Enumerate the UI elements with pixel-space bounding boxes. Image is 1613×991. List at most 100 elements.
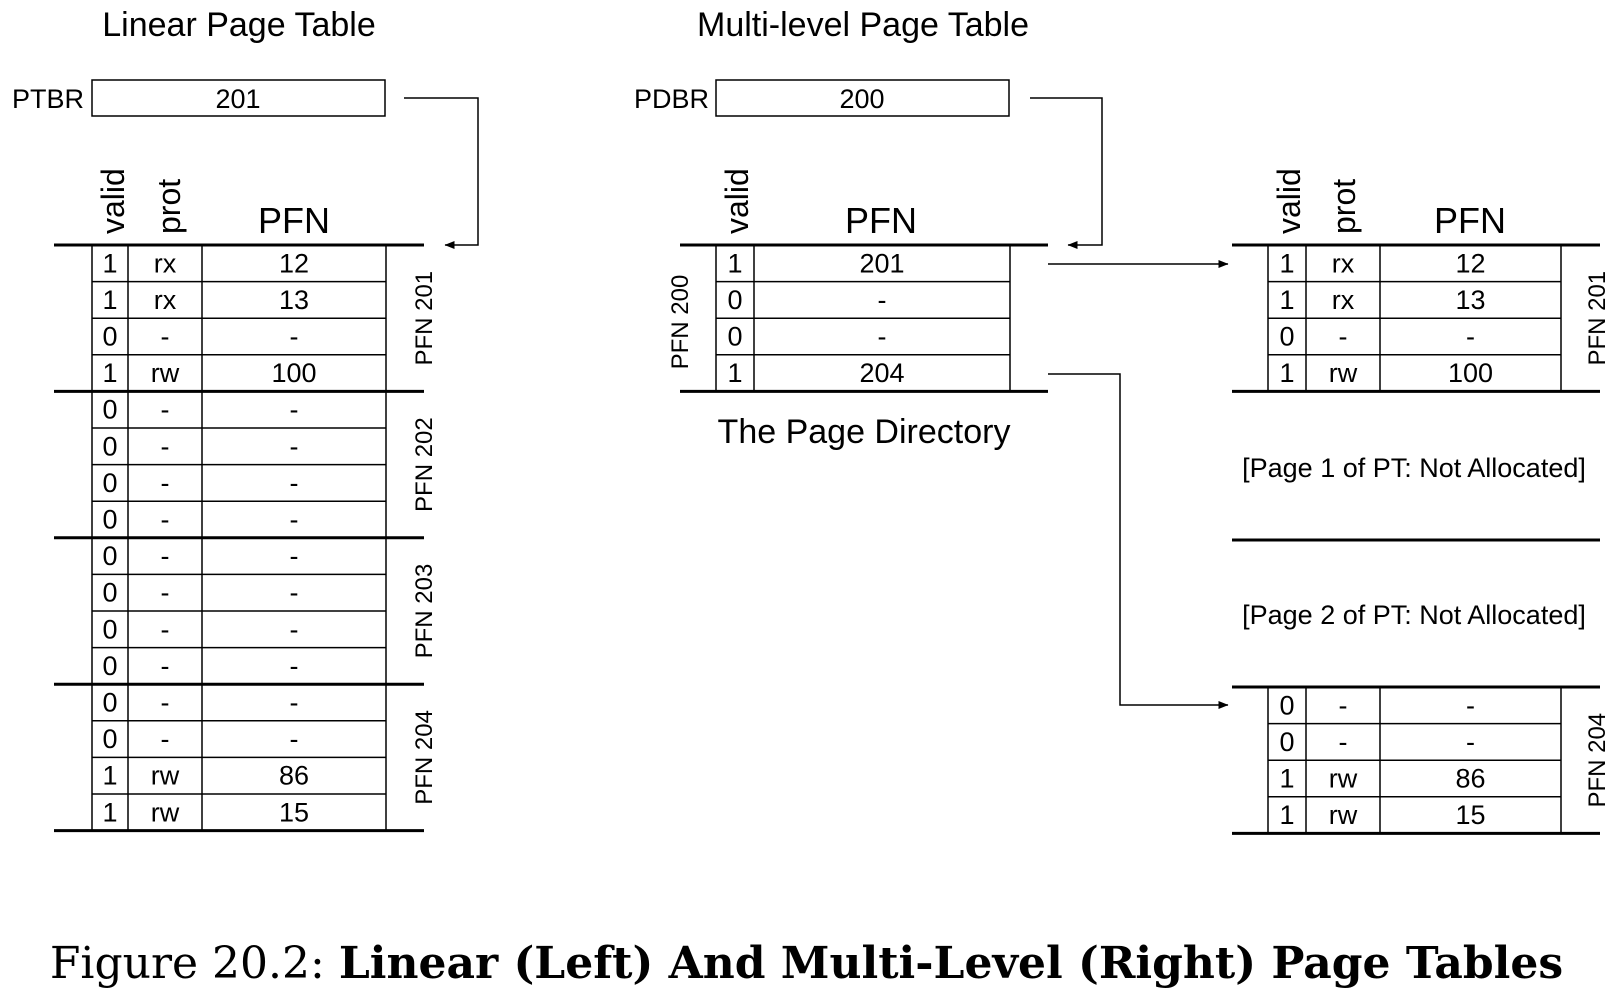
linear-table-cell: 0 xyxy=(102,688,117,718)
linear-table-cell: rx xyxy=(154,248,177,278)
linear-table-cell: - xyxy=(161,505,170,535)
linear-title: Linear Page Table xyxy=(102,6,375,44)
linear-table-cell: - xyxy=(161,578,170,608)
pt-201-cell: 13 xyxy=(1455,285,1485,315)
linear-table-cell: - xyxy=(290,322,299,352)
directory-table-cell: 1 xyxy=(727,358,742,388)
linear-table-cell: 0 xyxy=(102,395,117,425)
directory-pfn-label: PFN 200 xyxy=(667,275,694,370)
not-allocated-page-1: [Page 1 of PT: Not Allocated] xyxy=(1242,453,1586,483)
page-table-diagram: Linear Page Table Multi-level Page Table… xyxy=(12,6,1611,835)
linear-table-page-label: PFN 204 xyxy=(411,710,438,805)
pt-204-cell: - xyxy=(1466,727,1475,757)
pt-201-cell: rw xyxy=(1329,358,1358,388)
linear-table-cell: 86 xyxy=(279,761,309,791)
linear-table-cell: 0 xyxy=(102,541,117,571)
linear-table-cell: - xyxy=(290,614,299,644)
linear-table-cell: - xyxy=(161,468,170,498)
pt-201-page-label: PFN 201 xyxy=(1584,271,1611,366)
linear-table-cell: - xyxy=(161,688,170,718)
pt-204-cell: 1 xyxy=(1279,764,1294,794)
linear-table-page-label: PFN 201 xyxy=(411,271,438,366)
linear-header-prot: prot xyxy=(151,179,187,234)
pt-204-cell: 15 xyxy=(1455,800,1485,830)
linear-table-cell: 0 xyxy=(102,614,117,644)
directory-caption: The Page Directory xyxy=(718,413,1011,451)
pt-204-cell: rw xyxy=(1329,800,1358,830)
pt-201-cell: - xyxy=(1466,322,1475,352)
pdbr-register-box xyxy=(715,79,1010,117)
linear-table-cell: 0 xyxy=(102,468,117,498)
pt-201-cell: 12 xyxy=(1455,248,1485,278)
pt-header-prot: prot xyxy=(1326,179,1362,234)
linear-table-cell: rw xyxy=(151,761,180,791)
directory-table-cell: 201 xyxy=(859,248,904,278)
multilevel-title: Multi-level Page Table xyxy=(697,6,1029,44)
directory-table-cell: 204 xyxy=(859,358,904,388)
linear-table-page-label: PFN 202 xyxy=(411,417,438,512)
pt-header-pfn: PFN xyxy=(1434,200,1506,241)
linear-table-cell: - xyxy=(161,614,170,644)
pt-204-cell: 86 xyxy=(1455,764,1485,794)
directory-table-cell: 0 xyxy=(727,322,742,352)
pt-204-cell: - xyxy=(1339,727,1348,757)
linear-table-cell: - xyxy=(290,505,299,535)
ptbr-pointer-arrow xyxy=(404,97,479,249)
linear-table-cell: 1 xyxy=(102,358,117,388)
pt-204-cell: 0 xyxy=(1279,727,1294,757)
pt-201-cell: 0 xyxy=(1279,322,1294,352)
pt-204-cell: 1 xyxy=(1279,800,1294,830)
pt-header-valid: valid xyxy=(1271,168,1307,234)
ptbr-label: PTBR xyxy=(12,84,84,114)
pt-204-cell: rw xyxy=(1329,764,1358,794)
ptbr-register-box xyxy=(91,79,386,117)
directory-header-pfn: PFN xyxy=(845,200,917,241)
pt-201-cell: 100 xyxy=(1448,358,1493,388)
page-directory-table: 1 201 0 - 0 - 1 204 xyxy=(680,243,1048,393)
linear-header-pfn: PFN xyxy=(258,200,330,241)
linear-table-cell: - xyxy=(161,724,170,754)
directory-entry-204-arrow xyxy=(1048,373,1229,709)
pdbr-label: PDBR xyxy=(634,84,709,114)
figure-title: Linear (Left) And Multi-Level (Right) Pa… xyxy=(338,938,1564,989)
figure-number: Figure 20.2: xyxy=(49,938,325,989)
directory-table-cell: 1 xyxy=(727,248,742,278)
pt-201-cell: rx xyxy=(1332,248,1355,278)
pdbr-pointer-arrow xyxy=(1030,97,1103,249)
pt-201-cell: 1 xyxy=(1279,358,1294,388)
linear-table-cell: 12 xyxy=(279,248,309,278)
linear-table-cell: rw xyxy=(151,358,180,388)
linear-table-cell: 0 xyxy=(102,651,117,681)
linear-table-cell: - xyxy=(161,322,170,352)
linear-table-cell: 0 xyxy=(102,322,117,352)
linear-table-cell: 0 xyxy=(102,724,117,754)
linear-table-cell: 0 xyxy=(102,505,117,535)
linear-table-cell: rx xyxy=(154,285,177,315)
pt-204-cell: - xyxy=(1466,690,1475,720)
linear-table-cell: 13 xyxy=(279,285,309,315)
linear-table-cell: 0 xyxy=(102,578,117,608)
not-allocated-page-2: [Page 2 of PT: Not Allocated] xyxy=(1242,600,1586,630)
pt-201-cell: 1 xyxy=(1279,248,1294,278)
pt-204-page-label: PFN 204 xyxy=(1584,713,1611,808)
pt-201-cell: rx xyxy=(1332,285,1355,315)
linear-table-page-label: PFN 203 xyxy=(411,564,438,659)
linear-table-cell: - xyxy=(290,578,299,608)
linear-table-cell: - xyxy=(290,724,299,754)
linear-table-cell: - xyxy=(290,651,299,681)
linear-table-cell: - xyxy=(161,395,170,425)
ptbr-value: 201 xyxy=(215,84,260,114)
linear-header-valid: valid xyxy=(95,168,131,234)
linear-table-cell: 1 xyxy=(102,761,117,791)
linear-table-cell: 0 xyxy=(102,431,117,461)
directory-table-cell: - xyxy=(878,285,887,315)
directory-table-cell: - xyxy=(878,322,887,352)
directory-table-cell: 0 xyxy=(727,285,742,315)
linear-table-cell: - xyxy=(290,431,299,461)
linear-table-cell: - xyxy=(290,688,299,718)
pt-204-cell: - xyxy=(1339,690,1348,720)
